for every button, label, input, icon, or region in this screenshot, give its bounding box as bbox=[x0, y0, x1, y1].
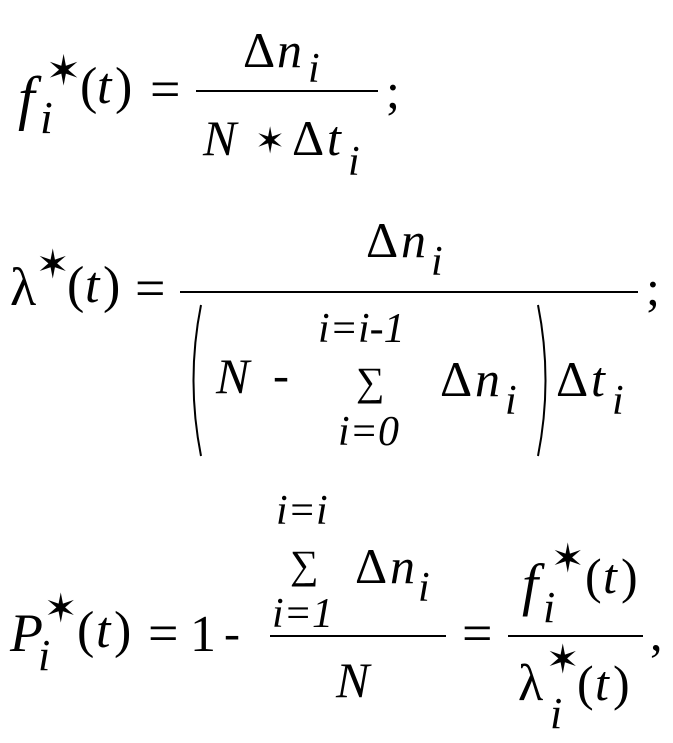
f-num-n: n bbox=[277, 22, 302, 78]
P-star: ✶ bbox=[44, 586, 78, 632]
f-den-i: i bbox=[348, 139, 360, 185]
formula-f: f i ✶ ( t ) = Δ n i N ✶ Δ t i ; bbox=[18, 22, 400, 185]
lambda-sum-lower: i=0 bbox=[338, 409, 399, 455]
P-num-i: i bbox=[418, 565, 430, 611]
lambda-t: t bbox=[85, 257, 101, 314]
P-rparen: ) bbox=[114, 602, 131, 659]
f-den-N: N bbox=[202, 110, 239, 166]
P-den-N: N bbox=[335, 652, 372, 708]
P-num-f: f bbox=[522, 552, 545, 617]
f-num-delta: Δ bbox=[243, 22, 275, 78]
f-den-times: ✶ bbox=[255, 121, 285, 162]
P-num-delta: Δ bbox=[355, 538, 387, 594]
lambda-semicolon: ; bbox=[646, 260, 660, 316]
P-den-lambda-i: i bbox=[550, 689, 562, 738]
P-num-f-star: ✶ bbox=[551, 536, 585, 582]
P-den-rparen: ) bbox=[613, 655, 630, 711]
P-equals-2: = bbox=[462, 603, 492, 663]
f-symbol: f bbox=[18, 65, 42, 131]
P-num-n: n bbox=[390, 538, 415, 594]
lambda-den-N: N bbox=[215, 348, 252, 404]
lambda-rparen: ) bbox=[103, 257, 120, 314]
f-subscript-i: i bbox=[40, 92, 53, 143]
lambda-sum-sign: ∑ bbox=[356, 359, 385, 404]
P-den-lparen: ( bbox=[577, 655, 594, 711]
P-num-f-i: i bbox=[543, 583, 555, 632]
P-symbol: P bbox=[9, 603, 43, 663]
formula-P: P i ✶ ( t ) = 1 - i=i ∑ i=1 Δ n i N = f … bbox=[9, 488, 663, 738]
lambda-num-delta: Δ bbox=[366, 212, 398, 268]
f-den-delta: Δ bbox=[292, 110, 324, 166]
P-lparen: ( bbox=[77, 602, 94, 659]
lambda-equals: = bbox=[135, 258, 165, 318]
f-star: ✶ bbox=[46, 46, 81, 95]
lambda-lparen: ( bbox=[67, 257, 84, 314]
lambda-big-rparen bbox=[537, 304, 547, 457]
lambda-den-ni: i bbox=[505, 378, 517, 424]
P-minus: - bbox=[224, 607, 240, 660]
P-comma: , bbox=[650, 605, 663, 661]
lambda-big-lparen bbox=[192, 304, 202, 457]
P-one: 1 bbox=[190, 606, 216, 663]
P-subscript-i: i bbox=[38, 631, 50, 680]
P-num-lparen: ( bbox=[585, 548, 602, 604]
formula-lambda: λ ✶ ( t ) = Δ n i N - i=i-1 ∑ i=0 Δ n i … bbox=[10, 212, 660, 457]
lambda-den-delta2: Δ bbox=[556, 351, 588, 407]
f-den-t: t bbox=[327, 110, 342, 166]
lambda-den-n: n bbox=[475, 351, 500, 407]
P-sum-upper: i=i bbox=[276, 488, 328, 534]
f-t: t bbox=[97, 58, 113, 115]
P-num-rparen: ) bbox=[621, 548, 638, 604]
P-num-t: t bbox=[603, 548, 618, 604]
P-sum-lower: i=1 bbox=[272, 591, 333, 637]
P-t: t bbox=[96, 602, 112, 659]
f-lparen: ( bbox=[80, 58, 97, 115]
P-den-lambda: λ bbox=[518, 655, 543, 712]
f-equals: = bbox=[150, 59, 180, 119]
lambda-den-minus: - bbox=[273, 349, 289, 402]
lambda-num-i: i bbox=[431, 239, 443, 285]
lambda-star: ✶ bbox=[36, 242, 70, 288]
P-den-lambda-star: ✶ bbox=[546, 637, 580, 683]
lambda-num-n: n bbox=[401, 212, 426, 268]
P-equals: = bbox=[148, 603, 178, 663]
lambda-symbol: λ bbox=[10, 257, 36, 317]
P-den-t: t bbox=[595, 655, 610, 711]
f-rparen: ) bbox=[115, 58, 132, 115]
lambda-den-delta: Δ bbox=[440, 351, 472, 407]
lambda-den-t: t bbox=[591, 351, 606, 407]
f-semicolon: ; bbox=[386, 63, 400, 119]
P-sum-sign: ∑ bbox=[290, 542, 319, 587]
f-num-i: i bbox=[308, 46, 320, 92]
lambda-den-ti: i bbox=[612, 378, 624, 424]
lambda-sum-upper: i=i-1 bbox=[318, 306, 405, 352]
